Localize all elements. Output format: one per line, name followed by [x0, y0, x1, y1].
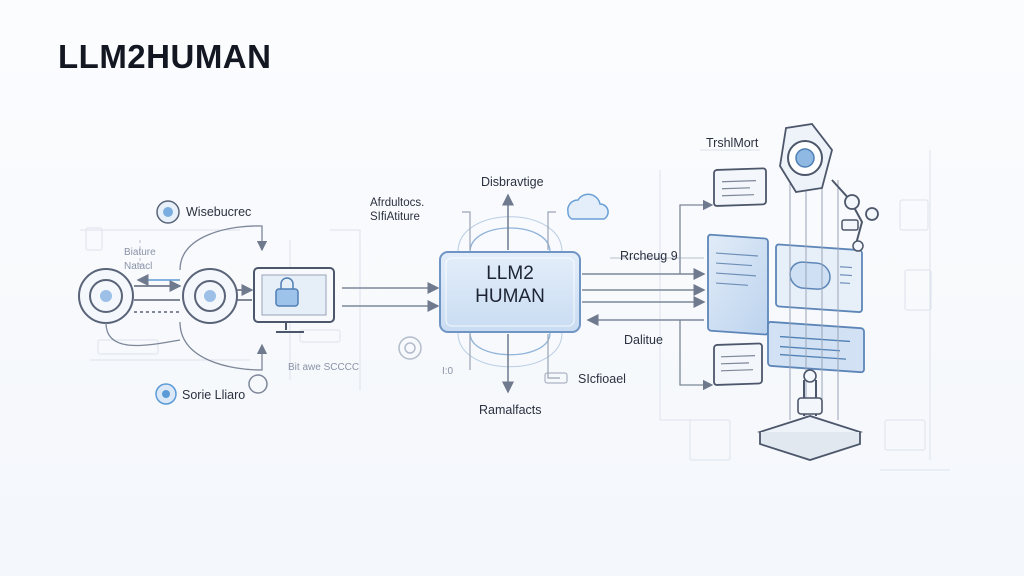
- label-top-left: Wisebucrec: [186, 205, 252, 219]
- camera-icon: [156, 200, 180, 224]
- right-cluster: [707, 123, 879, 461]
- label-top-center: Disbravtige: [481, 175, 544, 189]
- lock-icon: [275, 277, 299, 307]
- background-circuit: [80, 149, 950, 471]
- gear-icon: [155, 383, 177, 405]
- label-left-side: Biature Natacl: [124, 247, 156, 272]
- gear-icon: [182, 268, 238, 324]
- gear-icon: [78, 268, 134, 324]
- hub-label: LLM2 HUMAN: [475, 263, 545, 307]
- label-right-bottom: Dalitue: [624, 333, 663, 347]
- label-mid-bottom-small: I:0: [442, 366, 454, 377]
- label-arch: Afrdultocs. SIfiAtiture: [370, 197, 425, 223]
- label-bottom-center: Ramalfacts: [479, 403, 542, 417]
- cloud-icon: [567, 193, 609, 220]
- label-right-bottom-center: SIcfioael: [578, 372, 626, 386]
- left-cluster: [78, 200, 440, 405]
- label-right-top: Rrcheug 9: [620, 249, 678, 263]
- server-icon: [757, 369, 863, 461]
- hub-to-right-connectors: [582, 199, 714, 391]
- label-far-right-top: TrshlMort: [706, 136, 759, 150]
- robot-arm-icon: [831, 179, 879, 252]
- page-title: LLM2HUMAN: [58, 38, 272, 75]
- label-mid-bottom-left: Bit awe SCCCC: [288, 362, 360, 373]
- label-bottom-left: Sorie Lliaro: [182, 388, 246, 402]
- camera-icon: [779, 123, 833, 193]
- center-hub: [398, 193, 609, 394]
